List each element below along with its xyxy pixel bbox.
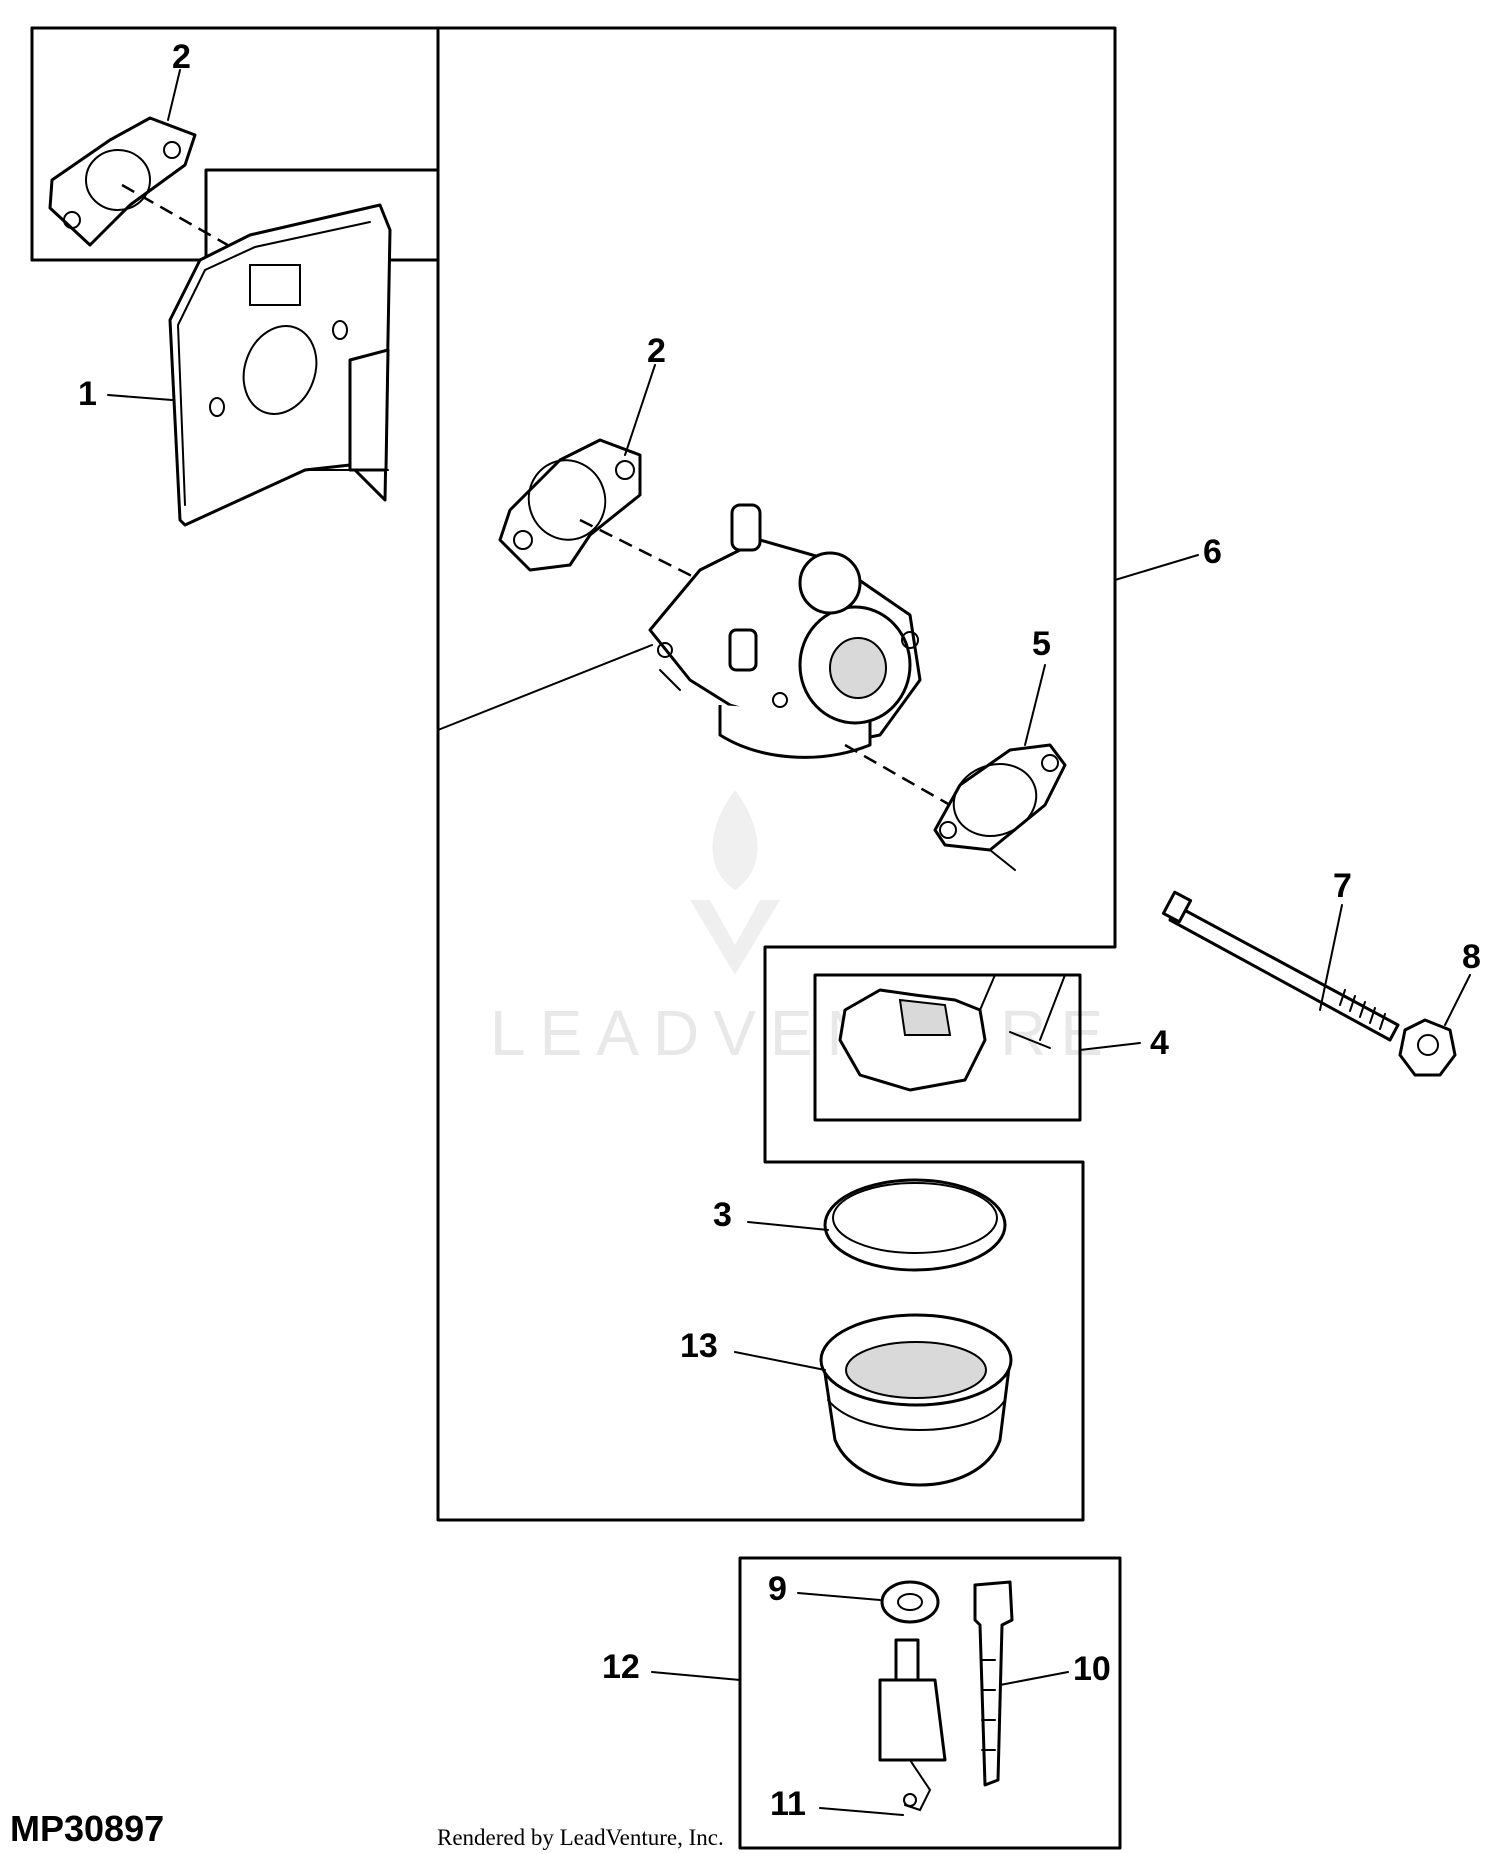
strip-icon (973, 1580, 1014, 1787)
callout-6: 6 (1203, 533, 1222, 571)
bolt-icon (1161, 890, 1400, 1042)
diagram-id: MP30897 (10, 1808, 165, 1849)
float-bowl-icon (819, 1313, 1013, 1487)
callouts: 2 1 2 6 5 7 8 4 3 13 9 12 10 11 (78, 38, 1481, 1823)
leader-lines (107, 69, 1471, 1816)
callout-2-top: 2 (172, 38, 191, 76)
callout-9: 9 (768, 1570, 787, 1608)
callout-11: 11 (770, 1785, 806, 1823)
callout-1: 1 (78, 375, 97, 413)
solenoid-icon (878, 1638, 947, 1812)
callout-3: 3 (713, 1196, 732, 1234)
heat-shield-icon (168, 203, 392, 527)
o-ring-icon (823, 1178, 1007, 1272)
gasket-icon-middle (498, 438, 701, 582)
callout-5: 5 (1032, 625, 1051, 663)
inset-box-solenoid-12 (738, 1556, 1122, 1850)
callout-2-middle: 2 (647, 332, 666, 370)
watermark-text: LEADVENTURE (490, 997, 1117, 1069)
inset-box-float-4 (813, 973, 1082, 1122)
carburetor-icon (648, 503, 922, 759)
callout-4: 4 (1150, 1024, 1169, 1062)
float-icon (838, 974, 1066, 1092)
callout-7: 7 (1333, 867, 1352, 905)
washer-icon (880, 1580, 940, 1624)
credit-text: Rendered by LeadVenture, Inc. (437, 1825, 724, 1850)
callout-12: 12 (602, 1648, 640, 1686)
assembly-outline-6 (30, 26, 1117, 1522)
callout-13: 13 (680, 1327, 718, 1365)
callout-10: 10 (1073, 1650, 1111, 1688)
callout-8: 8 (1462, 938, 1481, 976)
watermark: LEADVENTURE (490, 790, 1117, 1069)
gasket-icon-right (844, 743, 1067, 871)
nut-icon (1398, 1018, 1457, 1077)
gasket-icon-top (48, 116, 241, 254)
